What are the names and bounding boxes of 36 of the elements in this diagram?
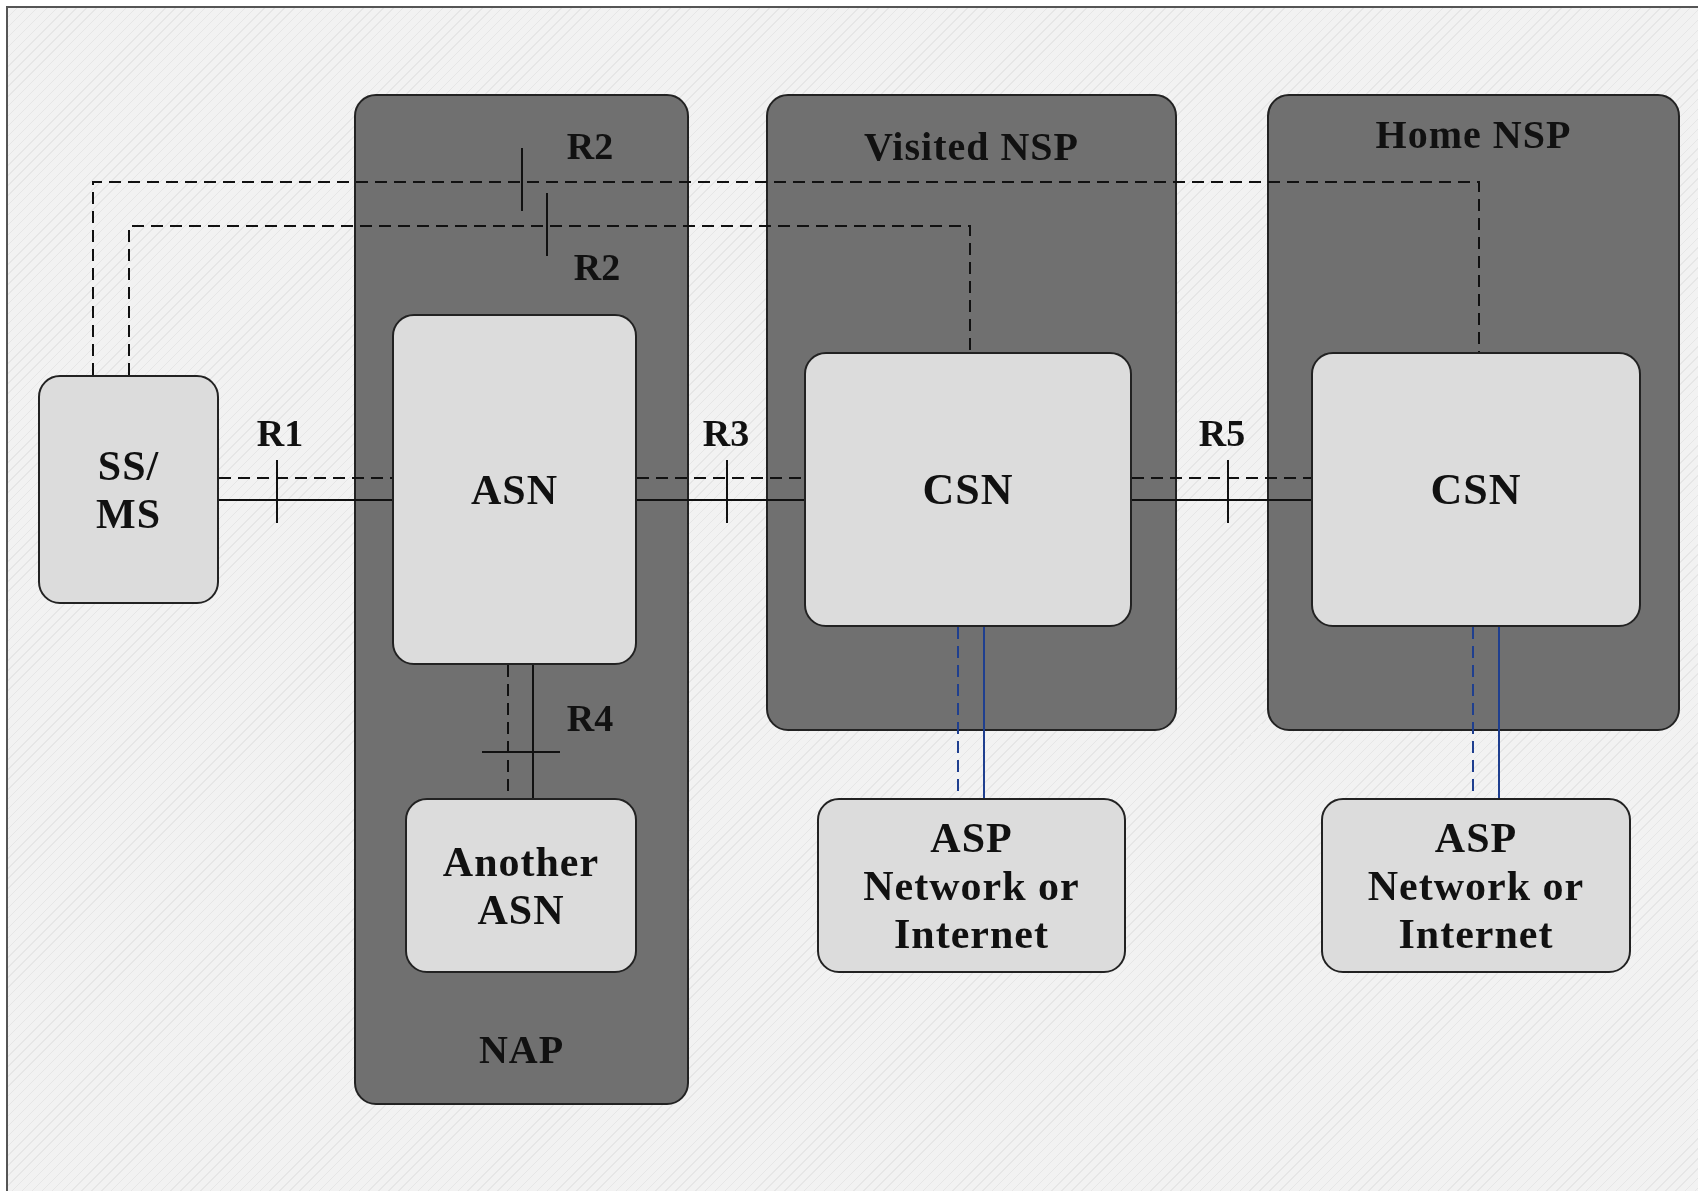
connector: [983, 626, 985, 799]
connector: [1498, 626, 1500, 799]
node-label: CSN: [921, 464, 1015, 515]
panel-title: Visited NSP: [862, 124, 1081, 170]
network-box: [817, 798, 1126, 973]
node-label: Another ASN: [441, 837, 601, 934]
provider-panel: [766, 94, 1177, 731]
panel-title: Home NSP: [1374, 112, 1573, 158]
edge-label: R4: [566, 696, 614, 740]
network-box: [1321, 798, 1631, 973]
dashed-connector: [92, 181, 1480, 376]
dashed-connector: [218, 477, 393, 479]
node-label: SS/ MS: [95, 441, 162, 538]
connector: [218, 499, 393, 501]
edge-label: R2: [573, 245, 621, 289]
edge-label: R3: [702, 411, 750, 455]
dashed-connector: [1131, 477, 1312, 479]
access-provider-panel: [354, 94, 689, 1105]
edge-label: R5: [1198, 411, 1246, 455]
panel-title: NAP: [477, 1027, 566, 1073]
network-box: [405, 798, 637, 973]
provider-panel: [1267, 94, 1680, 731]
connector: [1131, 499, 1312, 501]
node-label: ASN: [470, 465, 559, 514]
network-box: [1311, 352, 1641, 627]
connector: [636, 499, 805, 501]
edge-label: R1: [256, 411, 304, 455]
network-box: [392, 314, 637, 665]
node-label: ASP Network or Internet: [862, 813, 1081, 958]
terminal-box: [38, 375, 219, 604]
network-box: [804, 352, 1132, 627]
connector: [532, 664, 534, 799]
dashed-connector: [128, 225, 971, 376]
edge-label: R2: [566, 124, 614, 168]
node-label: ASP Network or Internet: [1366, 813, 1586, 958]
node-label: CSN: [1429, 464, 1523, 515]
